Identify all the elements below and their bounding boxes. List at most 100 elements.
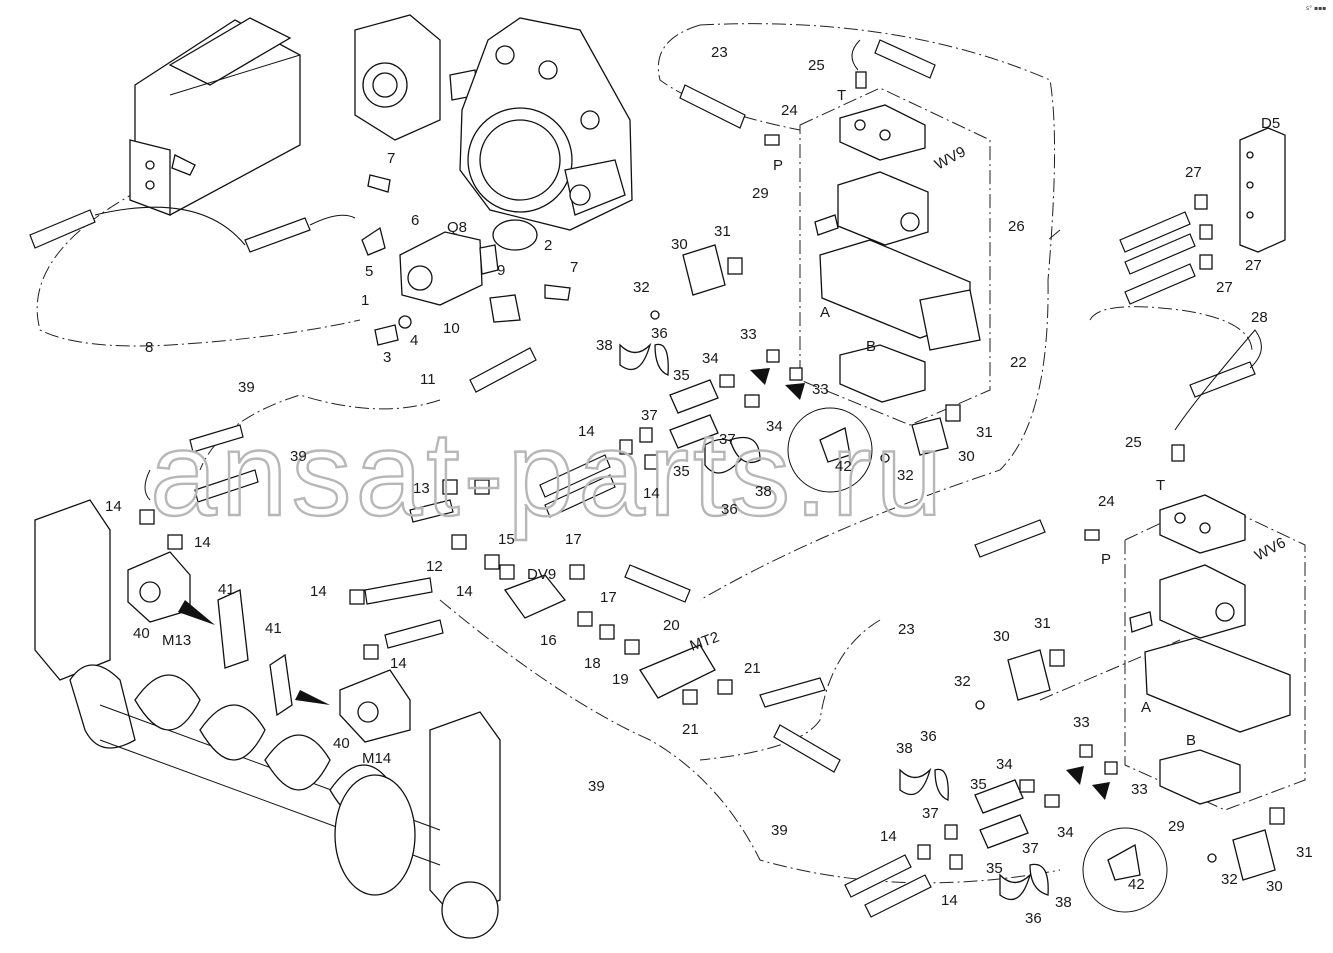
label-32: 32: [1221, 871, 1238, 888]
label-port-t: T: [1156, 477, 1165, 494]
label-36: 36: [721, 501, 738, 518]
label-14: 14: [941, 892, 958, 909]
label-39: 39: [290, 448, 307, 465]
label-31: 31: [1034, 615, 1051, 632]
label-10: 10: [443, 320, 460, 337]
label-39: 39: [238, 379, 255, 396]
corner-mark: s° ▪▪▪: [1306, 5, 1326, 12]
label-39: 39: [588, 778, 605, 795]
label-34: 34: [1057, 824, 1074, 841]
label-14: 14: [105, 498, 122, 515]
label-14: 14: [310, 583, 327, 600]
label-m14: M14: [362, 750, 391, 767]
label-port-p: P: [1101, 551, 1111, 568]
label-20: 20: [663, 617, 680, 634]
label-d5: D5: [1261, 115, 1280, 132]
label-37: 37: [641, 407, 658, 424]
label-41: 41: [218, 581, 235, 598]
label-14: 14: [578, 423, 595, 440]
label-36: 36: [920, 728, 937, 745]
label-19: 19: [612, 671, 629, 688]
label-23: 23: [898, 621, 915, 638]
label-38: 38: [755, 483, 772, 500]
label-42: 42: [1128, 876, 1145, 893]
label-7: 7: [570, 259, 578, 276]
label-mt2: MT2: [688, 629, 722, 655]
label-wv9: WV9: [932, 143, 969, 173]
valve-block-wv9: [814, 104, 981, 403]
label-m13: M13: [162, 632, 191, 649]
direction-arrows: [178, 368, 1110, 800]
pump-q8: [361, 174, 571, 346]
label-33: 33: [1073, 714, 1090, 731]
label-18: 18: [584, 655, 601, 672]
watermark-text: ansat-parts.ru: [150, 407, 946, 541]
label-port-b: B: [1186, 732, 1196, 749]
label-27: 27: [1216, 279, 1233, 296]
label-35: 35: [673, 463, 690, 480]
label-23: 23: [711, 44, 728, 61]
manifold-d5: [1239, 127, 1286, 253]
label-8: 8: [145, 339, 153, 356]
label-q8: Q8: [447, 219, 467, 236]
label-37: 37: [922, 805, 939, 822]
label-35: 35: [986, 860, 1003, 877]
label-12: 12: [426, 558, 443, 575]
label-port-p: P: [773, 157, 783, 174]
label-34: 34: [996, 756, 1013, 773]
label-34: 34: [702, 350, 719, 367]
label-17: 17: [600, 589, 617, 606]
label-40: 40: [333, 735, 350, 752]
label-14: 14: [456, 583, 473, 600]
label-21: 21: [682, 721, 699, 738]
label-14: 14: [390, 655, 407, 672]
label-39: 39: [771, 822, 788, 839]
label-38: 38: [896, 740, 913, 757]
label-7: 7: [387, 150, 395, 167]
label-32: 32: [633, 279, 650, 296]
label-36: 36: [1025, 910, 1042, 927]
label-14: 14: [643, 485, 660, 502]
label-28: 28: [1251, 309, 1268, 326]
label-31: 31: [714, 223, 731, 240]
label-24: 24: [1098, 493, 1115, 510]
label-35: 35: [673, 367, 690, 384]
motors: [127, 551, 411, 743]
label-15: 15: [498, 531, 515, 548]
label-42: 42: [835, 458, 852, 475]
label-3: 3: [383, 349, 391, 366]
label-port-a: A: [820, 304, 830, 321]
label-25: 25: [808, 57, 825, 74]
label-25: 25: [1125, 434, 1142, 451]
label-dv9: DV9: [527, 566, 556, 583]
label-wv6: WV6: [1252, 534, 1289, 564]
label-30: 30: [958, 448, 975, 465]
label-port-t: T: [837, 87, 846, 104]
label-1: 1: [361, 292, 369, 309]
label-2: 2: [544, 237, 552, 254]
label-30: 30: [1266, 878, 1283, 895]
hoses: [29, 39, 1262, 918]
label-35: 35: [970, 776, 987, 793]
label-37: 37: [719, 431, 736, 448]
label-33: 33: [1131, 781, 1148, 798]
label-30: 30: [993, 628, 1010, 645]
label-5: 5: [365, 263, 373, 280]
label-port-b: B: [866, 338, 876, 355]
label-11: 11: [420, 371, 436, 388]
label-38: 38: [1055, 894, 1072, 911]
label-16: 16: [540, 632, 557, 649]
label-32: 32: [954, 673, 971, 690]
label-32: 32: [897, 467, 914, 484]
label-13: 13: [413, 480, 430, 497]
label-port-a: A: [1141, 699, 1151, 716]
label-26: 26: [1008, 218, 1025, 235]
gearbox-assembly: [354, 14, 633, 231]
label-29: 29: [752, 185, 769, 202]
label-27: 27: [1185, 164, 1202, 181]
control-box-housing: [129, 17, 301, 216]
label-33: 33: [812, 381, 829, 398]
label-17: 17: [565, 531, 582, 548]
label-37: 37: [1022, 840, 1039, 857]
